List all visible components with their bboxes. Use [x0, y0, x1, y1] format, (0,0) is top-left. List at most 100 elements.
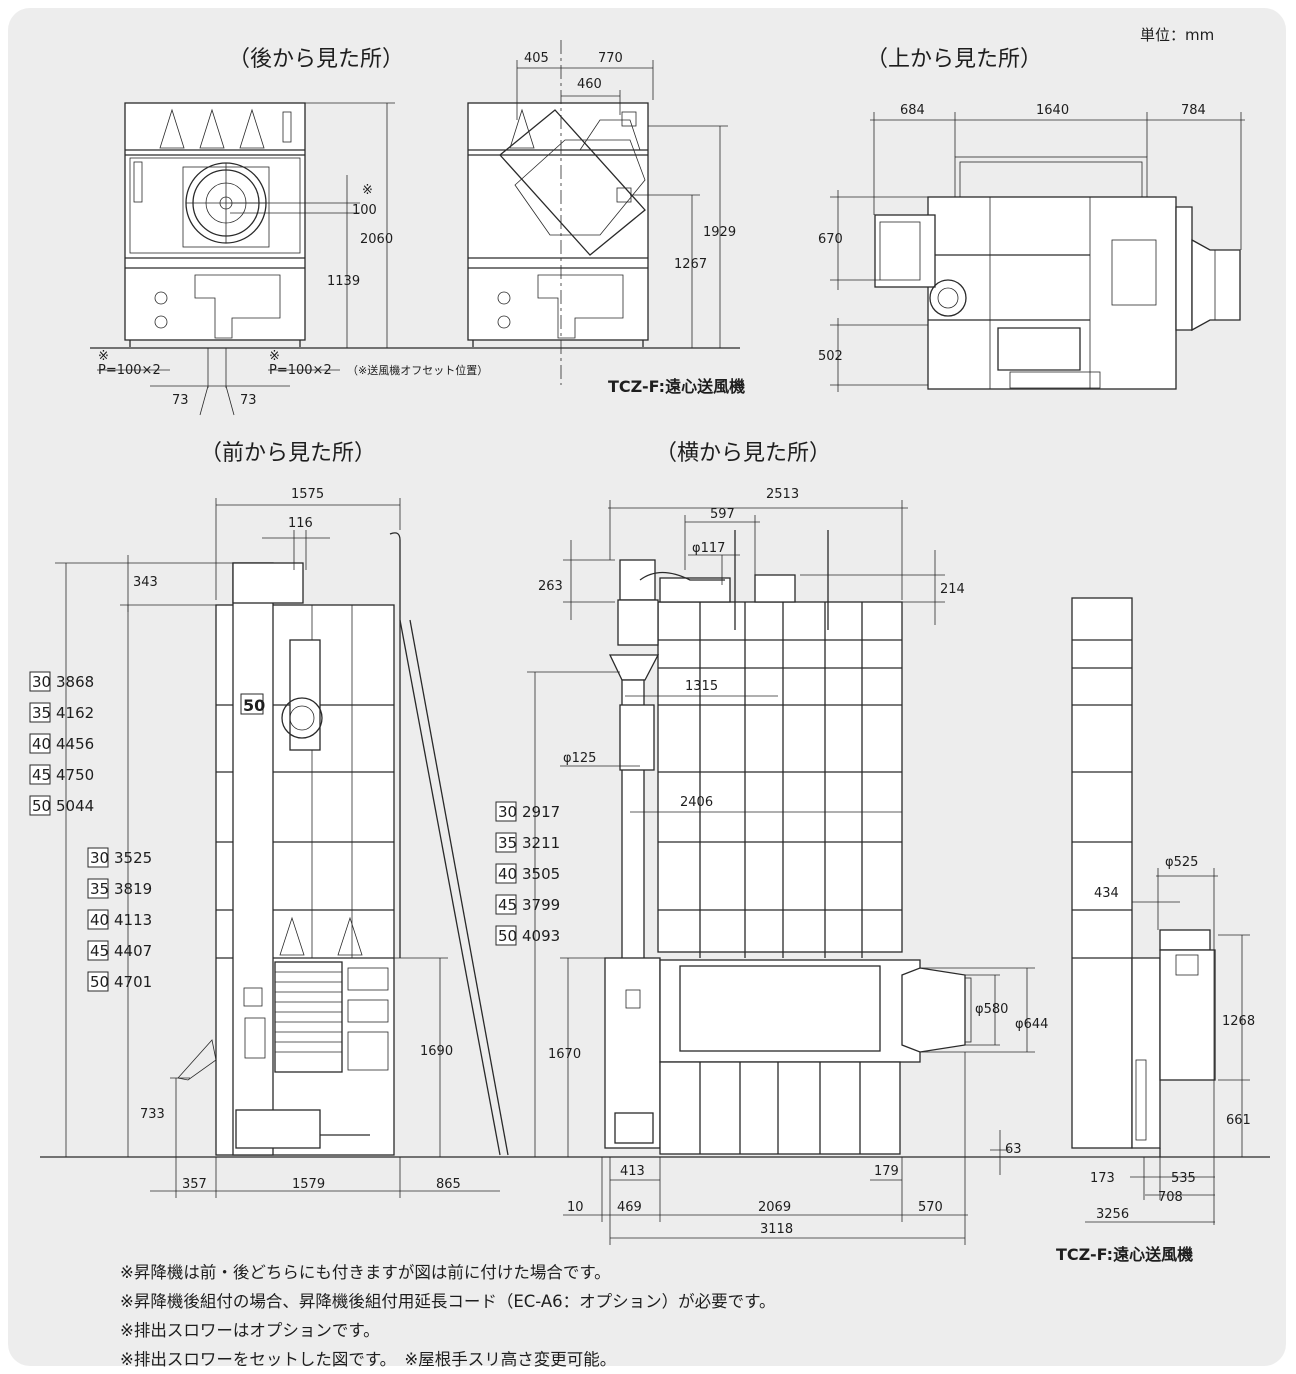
side-value-4093: 4093: [522, 927, 560, 945]
rear-dim-p-left: P=100×2: [98, 363, 161, 378]
rear-view-left: [124, 102, 306, 347]
front-badge-50: 50: [243, 696, 265, 715]
side-dim-d580: φ580: [975, 1002, 1008, 1017]
front-dim-343: 343: [133, 575, 158, 590]
fan-dim-535: 535: [1171, 1171, 1196, 1186]
front-total-value-4750: 4750: [56, 766, 94, 784]
fan-dim-173: 173: [1090, 1171, 1115, 1186]
side-view: [604, 530, 972, 1155]
fan-dimensions: φ525 434 1268 661 173 535 708 3256: [1085, 855, 1255, 1225]
front-body-height-table: 30 3525 35 3819 40 4113 45 4407 50 4701: [87, 847, 152, 992]
side-dim-2406: 2406: [680, 795, 713, 810]
side-dim-1670: 1670: [548, 1047, 581, 1062]
top-dimensions: 684 1640 784 670 502: [818, 103, 1245, 392]
front-body-model-35: 35: [90, 880, 109, 898]
fan-dim-708: 708: [1158, 1190, 1183, 1205]
front-dim-865: 865: [436, 1177, 461, 1192]
side-dim-469: 469: [617, 1200, 642, 1215]
front-total-model-50: 50: [32, 797, 51, 815]
notes-block: ※昇降機は前・後どちらにも付きますが図は前に付けた場合です。 ※昇降機後組付の場…: [120, 1258, 776, 1374]
side-dim-3118: 3118: [760, 1222, 793, 1237]
side-dim-10: 10: [567, 1200, 584, 1215]
front-dim-357: 357: [182, 1177, 207, 1192]
note-2: ※昇降機後組付の場合、昇降機後組付用延長コード（EC-A6：オプション）が必要で…: [120, 1292, 776, 1311]
side-dim-2069: 2069: [758, 1200, 791, 1215]
front-total-model-35: 35: [32, 704, 51, 722]
rear-dim-100: 100: [352, 203, 377, 218]
side-dim-597: 597: [710, 507, 735, 522]
note-4: ※排出スロワーをセットした図です。 ※屋根手スリ高さ変更可能。: [120, 1350, 617, 1369]
front-total-value-5044: 5044: [56, 797, 94, 815]
unit-label: 単位：mm: [1140, 26, 1214, 44]
top-dim-784: 784: [1181, 103, 1206, 118]
rear-dim-1139: 1139: [327, 274, 360, 289]
rear-dim-p-right: P=100×2: [269, 363, 332, 378]
front-dim-116: 116: [288, 516, 313, 531]
rear-dim-2060: 2060: [360, 232, 393, 247]
top-dim-670: 670: [818, 232, 843, 247]
side-dim-413: 413: [620, 1164, 645, 1179]
front-dimensions: 1575 116 343 1690 733 357 1579 865: [55, 487, 500, 1198]
rear-view-title: （後から見た所）: [228, 47, 404, 72]
side-height-table: 30 2917 35 3211 40 3505 45 3799 50 4093: [495, 801, 560, 946]
rear-view-right: [467, 102, 649, 347]
top-view: [874, 156, 1241, 390]
note-3: ※排出スロワーはオプションです。: [120, 1321, 380, 1340]
side-dim-263: 263: [538, 579, 563, 594]
side-view-title: （横から見た所）: [655, 441, 831, 466]
front-dim-1579: 1579: [292, 1177, 325, 1192]
rear-dim-73-left: 73: [172, 393, 189, 408]
fan-label-bottom: TCZ-F:遠心送風機: [1056, 1245, 1193, 1264]
side-dimensions: 2513 597 φ117 263 214 1315 φ125 2406 167…: [527, 487, 1048, 1245]
top-dim-502: 502: [818, 349, 843, 364]
fan-dim-3256: 3256: [1096, 1207, 1129, 1222]
front-body-value-4701: 4701: [114, 973, 152, 991]
side-dim-d117: φ117: [692, 541, 725, 556]
front-view: 50: [177, 532, 509, 1156]
front-total-model-30: 30: [32, 673, 51, 691]
fan-label-top: TCZ-F:遠心送風機: [608, 377, 745, 396]
front-total-model-40: 40: [32, 735, 51, 753]
side-model-45: 45: [498, 896, 517, 914]
front-body-model-45: 45: [90, 942, 109, 960]
rear-mark-100: ※: [362, 183, 373, 198]
front-body-model-40: 40: [90, 911, 109, 929]
side-dim-d125: φ125: [563, 751, 596, 766]
side-value-3211: 3211: [522, 834, 560, 852]
front-total-value-4456: 4456: [56, 735, 94, 753]
side-model-30: 30: [498, 803, 517, 821]
side-value-3505: 3505: [522, 865, 560, 883]
front-body-value-4407: 4407: [114, 942, 152, 960]
front-body-model-30: 30: [90, 849, 109, 867]
front-total-value-4162: 4162: [56, 704, 94, 722]
side-value-3799: 3799: [522, 896, 560, 914]
front-total-height-table: 30 3868 35 4162 40 4456 45 4750 50 5044: [29, 671, 94, 816]
side-dim-d644: φ644: [1015, 1017, 1048, 1032]
side-value-2917: 2917: [522, 803, 560, 821]
top-dim-684: 684: [900, 103, 925, 118]
fan-dim-661: 661: [1226, 1113, 1251, 1128]
rear-dim-405: 405: [524, 51, 549, 66]
rear-dim-1929: 1929: [703, 225, 736, 240]
rear-dim-770: 770: [598, 51, 623, 66]
front-body-value-3819: 3819: [114, 880, 152, 898]
front-view-title: （前から見た所）: [200, 441, 376, 466]
rear-dim-73-right: 73: [240, 393, 257, 408]
note-1: ※昇降機は前・後どちらにも付きますが図は前に付けた場合です。: [120, 1263, 611, 1282]
side-model-35: 35: [498, 834, 517, 852]
fan-dim-d525: φ525: [1165, 855, 1198, 870]
fan-dim-1268: 1268: [1222, 1014, 1255, 1029]
side-dim-63: 63: [1005, 1142, 1022, 1157]
front-body-model-50: 50: [90, 973, 109, 991]
front-total-value-3868: 3868: [56, 673, 94, 691]
side-model-40: 40: [498, 865, 517, 883]
side-dim-214: 214: [940, 582, 965, 597]
front-body-value-3525: 3525: [114, 849, 152, 867]
side-dim-570: 570: [918, 1200, 943, 1215]
fan-detail: [1071, 597, 1216, 1157]
rear-dimensions: 2060 1139 100 ※ 405 770 460 1929 1267 ※ …: [97, 51, 736, 416]
offset-note: （※送風機オフセット位置）: [347, 363, 488, 377]
fan-dim-434: 434: [1094, 886, 1119, 901]
rear-dim-460: 460: [577, 77, 602, 92]
